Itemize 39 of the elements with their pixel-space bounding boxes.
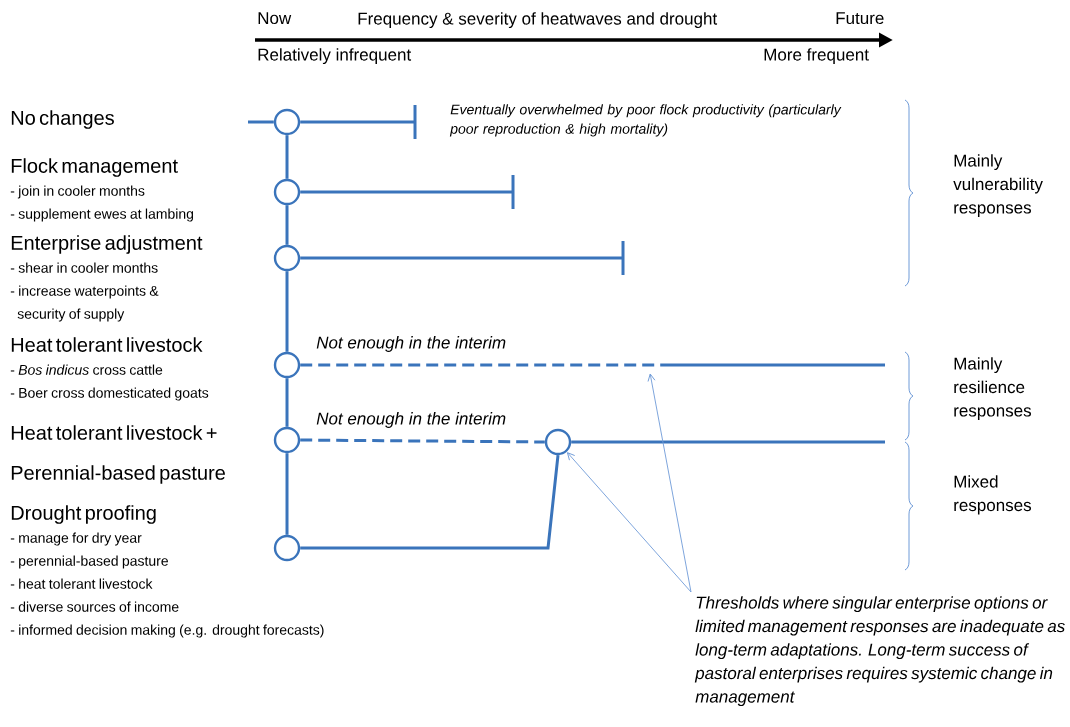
edge-label: Not enough in the interim	[315, 411, 508, 429]
timeline-circle	[273, 426, 301, 454]
timeline-circle	[544, 428, 572, 456]
option-text: No changes	[11, 110, 114, 129]
option-line	[300, 190, 513, 194]
option-text: Drought proofing - manage for dry year - perennial-based pasture - heat tolerant livestock - diverse sources of income - informed decision making (e.g. drought forecasts)	[10, 505, 324, 638]
axis-label: Future	[836, 12, 884, 25]
threshold-note: Thresholds where singular enterprise options or limited management responses are inadequate as long-term adaptations. Long-term success of pastoral enterprises requires systemic change in management	[694, 596, 1065, 707]
timeline-line	[285, 135, 289, 179]
timeline-circle	[273, 244, 301, 272]
timeline-circle	[273, 178, 301, 206]
axis-label: Relatively infrequent	[258, 48, 412, 65]
timeline-line	[285, 271, 289, 352]
leader-arrow	[647, 373, 692, 593]
timeline-circle	[273, 534, 301, 562]
bracket-label: Mixed responses	[954, 475, 1031, 515]
option-line	[300, 120, 415, 124]
axis-label: More frequent	[764, 48, 869, 65]
axis-label: Now	[258, 12, 292, 25]
option-line	[300, 256, 623, 260]
timeline-line	[300, 438, 545, 444]
edge-label: Not enough in the interim	[315, 335, 508, 353]
bracket-label: Mainly vulnerability responses	[953, 154, 1043, 217]
timeline-line	[285, 378, 289, 427]
note-text: Eventually overwhelmed by poor flock productivity (particularly poor reproduction & high mortality)	[449, 104, 842, 137]
option-text: Heat tolerant livestock - Bos indicus cross cattle - Boer cross domesticated goats	[10, 337, 209, 401]
option-line	[300, 363, 885, 367]
timeline-line	[285, 205, 289, 245]
timeline-circle	[273, 108, 301, 136]
timeline-line	[285, 453, 289, 535]
axis-label: Frequency & severity of heatwaves and drought	[358, 12, 718, 29]
timeline-line	[300, 455, 560, 550]
option-line	[571, 440, 885, 444]
option-text: Flock management - join in cooler months - supplement ewes at lambing	[10, 158, 194, 222]
bracket-label: Mainly resilience responses	[954, 357, 1031, 420]
timeline-circle	[273, 351, 301, 379]
leader-arrow	[566, 452, 692, 593]
option-text: Heat tolerant livestock + Perennial-based pasture	[11, 425, 225, 484]
option-text: Enterprise adjustment - shear in cooler months - increase waterpoints & security of supply	[10, 235, 203, 322]
